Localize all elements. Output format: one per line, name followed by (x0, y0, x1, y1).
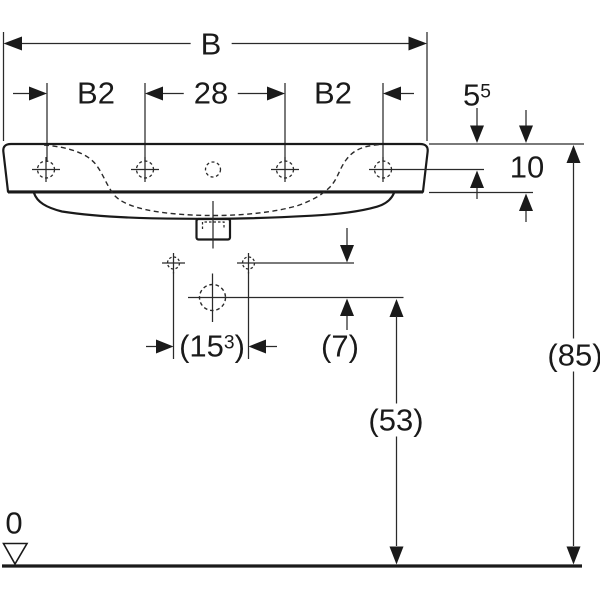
arrowhead-icon (383, 86, 401, 101)
arrowhead-left-icon (3, 36, 22, 51)
value-superscript: 5 (480, 81, 491, 103)
dimension-rim-to-tap (470, 108, 484, 199)
arrowhead-up-icon (519, 193, 533, 211)
fixing-hole-icon (237, 253, 260, 274)
basin-bowl-hidden-outline (43, 143, 381, 217)
arrowhead-down-icon (389, 546, 404, 565)
dim-label-b2-right: B2 (314, 75, 352, 111)
fixing-hole-icon (162, 253, 185, 274)
dimension-fixing-to-drain (188, 228, 404, 330)
drain-boss-hidden-detail (201, 221, 225, 229)
floor (2, 542, 582, 568)
arrowhead-icon (29, 86, 47, 101)
value-base: ) (234, 328, 245, 364)
dim-label-fixing-hole-spacing: (153) (179, 331, 245, 362)
dim-label-fixing-to-drain: (7) (321, 328, 359, 364)
arrowhead-up-icon (566, 145, 581, 163)
arrowhead-down-icon (340, 245, 354, 263)
basin-deck (2, 142, 429, 193)
arrowhead-right-icon (408, 36, 427, 51)
arrowhead-icon (267, 86, 285, 101)
arrowhead-icon (145, 86, 163, 101)
dim-label-rim-to-tap: 55 (463, 80, 491, 111)
arrowhead-up-icon (389, 299, 404, 317)
arrowhead-down-icon (470, 125, 484, 143)
fixing-holes (146, 253, 277, 359)
dim-label-b2-left: B2 (77, 75, 115, 111)
value-base: (15 (179, 328, 224, 364)
washbasin-outline (2, 142, 429, 249)
tap-hole-icon (369, 157, 397, 182)
dim-label-floor-to-rim: (85) (544, 338, 600, 372)
arrowhead-up-icon (470, 170, 484, 188)
tap-holes (32, 157, 397, 182)
dim-label-floor-to-drain: (53) (365, 403, 427, 437)
tap-hole-icon (271, 157, 299, 182)
dimension-apron-height (519, 110, 533, 222)
dimension-b2-28-b2 (13, 83, 414, 162)
datum-triangle-icon (2, 542, 29, 566)
datum-level-label: 0 (5, 505, 23, 541)
tap-hole-icon (32, 157, 60, 182)
dim-label-total-width: B (190, 27, 232, 61)
value-superscript: 3 (223, 332, 235, 354)
arrowhead-up-icon (340, 298, 354, 316)
dim-label-tap-spacing: 28 (183, 76, 239, 110)
center-tap-hole-icon (204, 161, 222, 178)
arrowhead-right-icon (156, 339, 174, 354)
arrowhead-down-icon (566, 546, 581, 565)
dim-label-apron-height: 10 (509, 149, 545, 185)
arrowhead-left-icon (248, 339, 266, 354)
arrowhead-down-icon (519, 125, 533, 143)
right-reference-lines (397, 143, 584, 194)
value-base: 5 (463, 77, 481, 113)
tap-hole-icon (131, 157, 159, 182)
